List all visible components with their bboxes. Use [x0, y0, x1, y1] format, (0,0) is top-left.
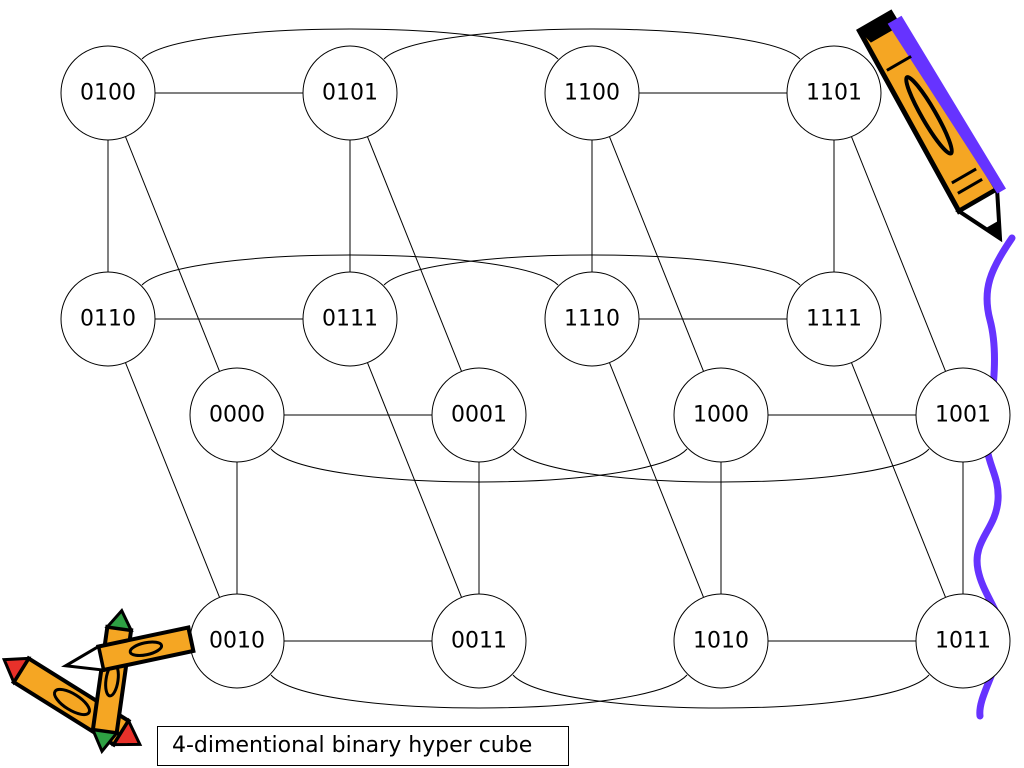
node-circle [431, 367, 527, 463]
edge-0010-1010 [270, 674, 688, 709]
node-0010: 0010 [189, 593, 285, 689]
node-label: 0001 [451, 403, 507, 428]
node-circle [915, 367, 1011, 463]
node-1101: 1101 [786, 45, 882, 141]
node-0011: 0011 [431, 593, 527, 689]
node-0001: 0001 [431, 367, 527, 463]
node-label: 0111 [322, 307, 378, 332]
node-0111: 0111 [302, 271, 398, 367]
node-1100: 1100 [544, 45, 640, 141]
node-1111: 1111 [786, 271, 882, 367]
node-label: 1000 [693, 403, 749, 428]
node-label: 0110 [80, 307, 136, 332]
node-label: 1011 [935, 629, 991, 654]
node-circle [786, 271, 882, 367]
node-label: 0101 [322, 81, 378, 106]
crayon-icon [1, 608, 196, 755]
node-label: 0100 [80, 81, 136, 106]
node-1001: 1001 [915, 367, 1011, 463]
edge-0001-1001 [512, 448, 930, 483]
node-label: 1001 [935, 403, 991, 428]
node-circle [60, 271, 156, 367]
node-label: 1101 [806, 81, 862, 106]
node-circle [544, 271, 640, 367]
edge-0110-0010 [125, 362, 220, 598]
node-circle [786, 45, 882, 141]
node-circle [302, 271, 398, 367]
edges-layer [107, 28, 964, 709]
edge-1111-1011 [851, 362, 946, 598]
edge-0101-1101 [383, 28, 801, 60]
node-circle [189, 367, 285, 463]
node-circle [544, 45, 640, 141]
node-0101: 0101 [302, 45, 398, 141]
node-label: 1111 [806, 307, 862, 332]
node-label: 1100 [564, 81, 620, 106]
edge-0101-0001 [367, 136, 462, 372]
node-circle [431, 593, 527, 689]
edge-0111-1111 [383, 254, 801, 286]
node-circle [60, 45, 156, 141]
edge-0011-1011 [512, 674, 930, 709]
node-circle [302, 45, 398, 141]
edge-1100-1000 [609, 136, 704, 372]
edge-0110-1110 [141, 254, 559, 286]
node-0000: 0000 [189, 367, 285, 463]
node-circle [915, 593, 1011, 689]
edge-0100-1100 [141, 28, 559, 60]
edge-1101-1001 [851, 136, 946, 372]
node-label: 0011 [451, 629, 507, 654]
diagram-caption: 4-dimentional binary hyper cube [157, 726, 569, 766]
node-1010: 1010 [673, 593, 769, 689]
node-label: 0000 [209, 403, 265, 428]
node-0100: 0100 [60, 45, 156, 141]
node-label: 0010 [209, 629, 265, 654]
node-label: 1010 [693, 629, 749, 654]
node-label: 1110 [564, 307, 620, 332]
edge-0100-0000 [125, 136, 220, 372]
node-circle [673, 593, 769, 689]
node-1000: 1000 [673, 367, 769, 463]
node-1110: 1110 [544, 271, 640, 367]
node-0110: 0110 [60, 271, 156, 367]
edge-0000-1000 [270, 448, 688, 483]
pencil-icon [856, 9, 1006, 243]
nodes-layer: 0100 0101 1100 1101 0110 0111 1110 1111 0000 0001… [60, 45, 1011, 689]
node-1011: 1011 [915, 593, 1011, 689]
node-circle [673, 367, 769, 463]
